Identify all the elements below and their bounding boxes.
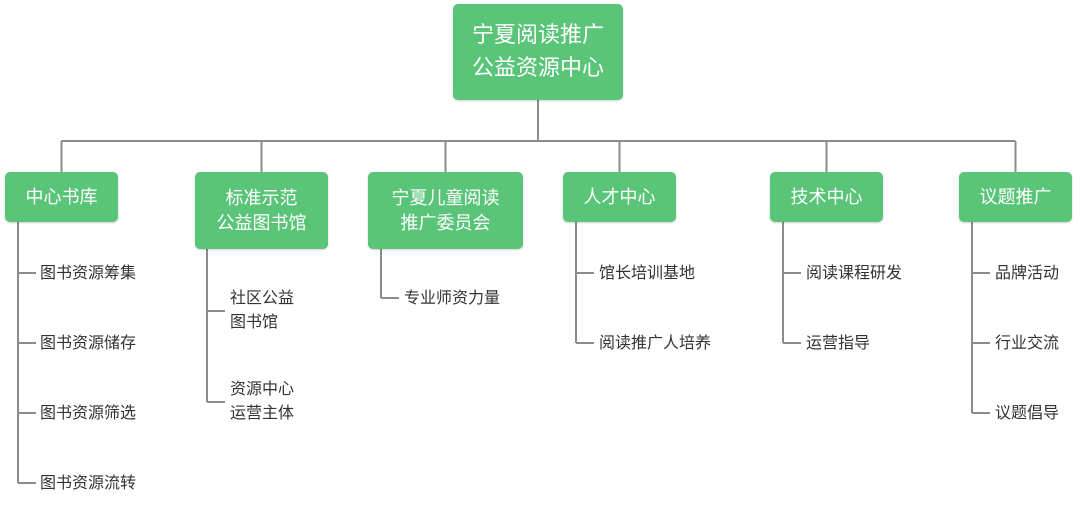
label-line: 技术中心	[790, 186, 863, 208]
leaf-item: 社区公益图书馆	[230, 286, 294, 334]
leaf-label: 议题倡导	[995, 403, 1060, 422]
leaf-item: 图书资源储存	[40, 331, 136, 355]
leaf-label: 品牌活动	[995, 263, 1060, 282]
leaf-label: 图书资源筛选	[40, 403, 137, 422]
leaf-label: 运营指导	[806, 333, 871, 352]
leaf-item: 资源中心运营主体	[230, 377, 294, 425]
leaf-label: 图书资源筹集	[40, 263, 137, 282]
leaf-item: 阅读课程研发	[806, 261, 902, 285]
leaf-label: 图书资源储存	[40, 333, 137, 352]
leaf-label: 专业师资力量	[404, 288, 501, 307]
leaf-item: 图书资源筹集	[40, 261, 136, 285]
label-line: 宁夏儿童阅读	[391, 187, 500, 209]
root-node: 宁夏阅读推广公益资源中心	[453, 4, 623, 100]
label-line: 中心书库	[25, 186, 98, 208]
label-line: 社区公益	[230, 288, 295, 307]
label-line: 推广委员会	[400, 212, 491, 234]
label-line: 图书馆	[230, 312, 279, 331]
leaf-item: 品牌活动	[995, 261, 1059, 285]
branch-node: 技术中心	[770, 172, 883, 222]
label-line: 议题推广	[979, 186, 1052, 208]
label-line: 公益资源中心	[471, 56, 604, 81]
label-line: 宁夏阅读推广	[471, 23, 604, 48]
leaf-item: 运营指导	[806, 331, 870, 355]
label-line: 人才中心	[583, 186, 656, 208]
label-line: 运营主体	[230, 403, 295, 422]
leaf-label: 图书资源流转	[40, 473, 137, 492]
leaf-item: 图书资源流转	[40, 471, 136, 495]
branch-node: 标准示范公益图书馆	[195, 172, 328, 249]
leaf-item: 阅读推广人培养	[599, 331, 711, 355]
leaf-item: 馆长培训基地	[599, 261, 695, 285]
label-line: 资源中心	[230, 379, 295, 398]
branch-node: 议题推广	[959, 172, 1072, 222]
leaf-label: 馆长培训基地	[599, 263, 696, 282]
leaf-item: 图书资源筛选	[40, 401, 136, 425]
leaf-label: 行业交流	[995, 333, 1060, 352]
leaf-label: 阅读课程研发	[806, 263, 903, 282]
leaf-item: 行业交流	[995, 331, 1059, 355]
leaf-item: 专业师资力量	[404, 286, 500, 310]
label-line: 公益图书馆	[216, 212, 307, 234]
label-line: 标准示范	[225, 187, 298, 209]
branch-node: 人才中心	[563, 172, 676, 222]
leaf-label: 阅读推广人培养	[599, 333, 712, 352]
branch-node: 中心书库	[5, 172, 118, 222]
leaf-item: 议题倡导	[995, 401, 1059, 425]
branch-node: 宁夏儿童阅读推广委员会	[368, 172, 523, 249]
